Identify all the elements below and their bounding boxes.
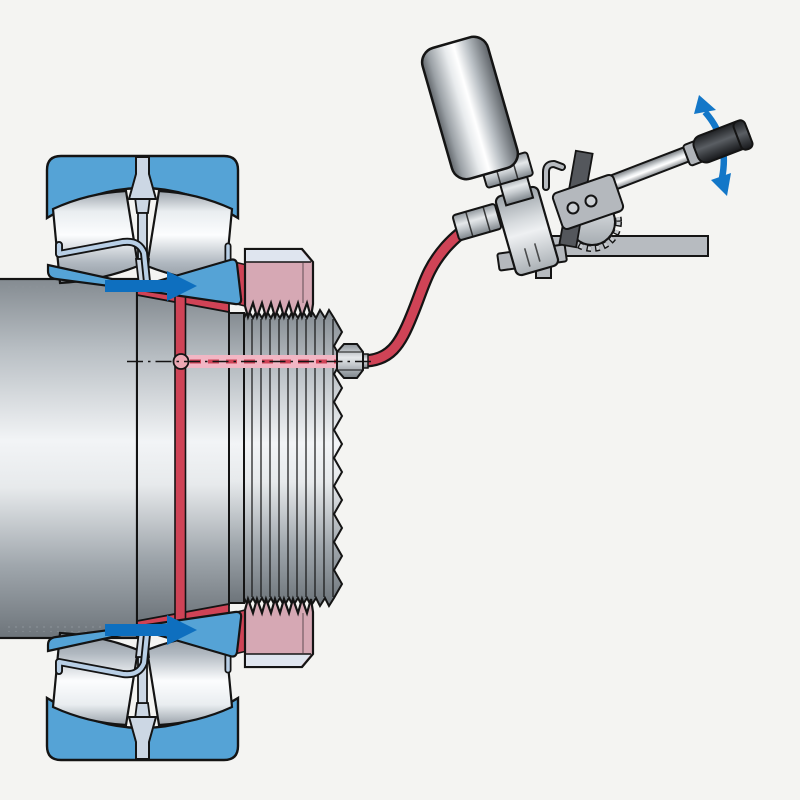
arrow-up-icon <box>694 95 716 114</box>
axial-oil-supply-duct <box>183 355 339 368</box>
shaft-break-texture <box>8 286 130 295</box>
outer-ring-oil-groove <box>127 156 158 200</box>
outer-ring-oil-groove <box>127 716 158 760</box>
shaft-break-texture <box>8 623 130 632</box>
bearing-displacement-arrow-right-icon <box>105 615 197 645</box>
spherical-roller-bearing-section-bottom <box>45 610 243 762</box>
pump-body <box>494 185 560 277</box>
nut-highlight <box>246 250 311 262</box>
spherical-roller-bearing-section-top <box>45 154 243 306</box>
hand-operated-oil-injector-pump <box>420 35 754 277</box>
oil-distribution-duct <box>174 290 187 626</box>
shaft <box>0 277 139 640</box>
pivot-pin-icon <box>584 194 598 208</box>
thread-lines <box>251 319 334 597</box>
pivot-pin-icon <box>566 201 580 215</box>
adapter-sleeve <box>136 292 344 624</box>
pump-release-hook <box>542 160 566 191</box>
sleeve-thread <box>243 307 344 609</box>
arrow-down-icon <box>711 173 731 196</box>
bearing-displacement-arrow-right-icon <box>105 271 197 301</box>
grip-end-cap <box>732 119 754 151</box>
pump-lever-linkage <box>551 173 625 231</box>
pump-hose-fitting <box>451 203 503 241</box>
lock-nut-section-top <box>243 247 315 321</box>
nut-highlight <box>246 654 311 666</box>
lock-nut-section-bottom <box>243 595 315 669</box>
pressure-gauge <box>420 35 520 181</box>
